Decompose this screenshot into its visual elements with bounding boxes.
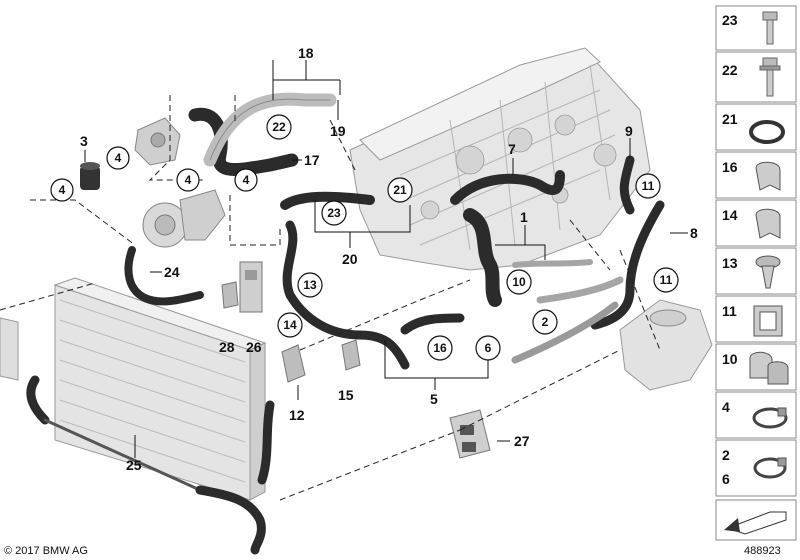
callout-17: 17 — [304, 152, 320, 168]
bolt-icon — [762, 11, 778, 45]
circled-13: 13 — [297, 272, 323, 298]
legend-row-21: 21 — [715, 103, 797, 151]
svg-text:4: 4 — [185, 173, 192, 187]
svg-text:22: 22 — [722, 62, 738, 78]
circled-23: 23 — [321, 200, 347, 226]
copyright-text: © 2017 BMW AG — [4, 545, 88, 557]
circled-11-a: 11 — [635, 173, 661, 199]
svg-text:6: 6 — [722, 471, 730, 487]
circled-2: 2 — [532, 309, 558, 335]
svg-text:11: 11 — [722, 303, 737, 319]
legend-row-14: 14 — [715, 199, 797, 247]
hoses — [26, 92, 665, 555]
circled-10: 10 — [506, 269, 532, 295]
diagram-id: 488923 — [744, 545, 781, 557]
svg-text:6: 6 — [485, 341, 492, 355]
legend-row-13: 13 — [715, 247, 797, 295]
svg-text:14: 14 — [283, 318, 297, 332]
svg-text:11: 11 — [642, 179, 655, 193]
seal-ring-icon — [749, 120, 785, 144]
hose-clamp-icon — [753, 457, 787, 479]
legend-row-23: 23 — [715, 5, 797, 51]
clip-icon — [755, 208, 781, 239]
svg-text:21: 21 — [722, 111, 738, 127]
callout-28: 28 — [219, 339, 235, 355]
engine-block — [349, 47, 651, 271]
circled-21: 21 — [387, 177, 413, 203]
svg-text:10: 10 — [512, 275, 526, 289]
callout-9: 9 — [625, 123, 633, 139]
leader-lines — [0, 60, 688, 501]
legend-row-11: 11 — [715, 295, 797, 343]
circled-11-b: 11 — [653, 267, 679, 293]
svg-text:10: 10 — [722, 351, 738, 367]
callout-18: 18 — [298, 45, 314, 61]
legend-row-2-6: 2 6 — [715, 439, 797, 497]
callout-27: 27 — [514, 433, 530, 449]
circled-14: 14 — [277, 312, 303, 338]
circled-6: 6 — [475, 335, 501, 361]
circled-4-d: 4 — [234, 168, 258, 192]
callout-15: 15 — [338, 387, 354, 403]
water-pump — [142, 189, 226, 248]
bracket-15 — [341, 339, 361, 371]
svg-text:13: 13 — [303, 278, 317, 292]
rivet-icon — [755, 255, 781, 289]
circled-callouts: 4 4 4 4 22 21 23 11 11 10 2 6 16 13 14 — [50, 114, 679, 361]
svg-text:22: 22 — [272, 120, 286, 134]
thermostat — [134, 117, 181, 166]
bracket-27 — [449, 409, 491, 459]
bolt-collar-icon — [759, 57, 781, 97]
callout-24: 24 — [164, 264, 180, 280]
sleeve-3 — [80, 162, 100, 190]
svg-text:4: 4 — [115, 151, 122, 165]
callout-1: 1 — [520, 209, 528, 225]
circled-4-b: 4 — [50, 178, 74, 202]
parts-legend: 23 22 21 16 — [715, 5, 797, 541]
svg-text:4: 4 — [243, 173, 250, 187]
svg-text:2: 2 — [542, 315, 549, 329]
svg-text:16: 16 — [433, 341, 447, 355]
callout-numbers: 18 3 17 19 7 9 1 8 24 20 28 26 12 15 5 2… — [80, 45, 698, 473]
svg-text:14: 14 — [722, 207, 738, 223]
legend-row-16: 16 — [715, 151, 797, 199]
svg-text:4: 4 — [722, 399, 730, 415]
callout-20: 20 — [342, 251, 358, 267]
svg-text:16: 16 — [722, 159, 738, 175]
clip-icon — [755, 161, 781, 191]
legend-row-10: 10 — [715, 343, 797, 391]
circled-4-c: 4 — [176, 168, 200, 192]
legend-row-22: 22 — [715, 51, 797, 103]
bracket-26 — [239, 261, 263, 313]
bracket-12 — [281, 344, 306, 383]
double-clip-icon — [749, 351, 789, 385]
arrow-icon — [724, 511, 787, 535]
callout-26: 26 — [246, 339, 262, 355]
expansion-tank — [619, 299, 713, 391]
callout-5: 5 — [430, 391, 438, 407]
bracket-28 — [221, 281, 239, 309]
callout-25: 25 — [126, 457, 142, 473]
callout-8: 8 — [690, 225, 698, 241]
bracket-icon — [753, 305, 783, 337]
legend-row-arrow — [715, 499, 797, 541]
callout-19: 19 — [330, 123, 346, 139]
svg-text:23: 23 — [327, 206, 341, 220]
svg-text:13: 13 — [722, 255, 738, 271]
svg-text:11: 11 — [660, 273, 673, 287]
hose-clamp-icon — [752, 407, 788, 429]
circled-4-a: 4 — [106, 146, 130, 170]
circled-22: 22 — [266, 114, 292, 140]
svg-text:4: 4 — [59, 183, 66, 197]
svg-text:21: 21 — [393, 183, 407, 197]
legend-row-4: 4 — [715, 391, 797, 439]
callout-7: 7 — [508, 141, 516, 157]
callout-12: 12 — [289, 407, 305, 423]
circled-16: 16 — [427, 335, 453, 361]
svg-text:23: 23 — [722, 12, 738, 28]
callout-3: 3 — [80, 133, 88, 149]
svg-text:2: 2 — [722, 447, 730, 463]
